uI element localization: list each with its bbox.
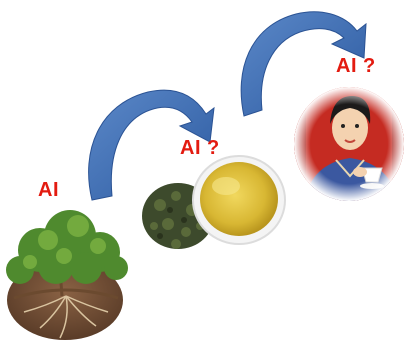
- stage-1-label: AI: [38, 179, 59, 202]
- stage-2-label: AI ?: [180, 137, 220, 160]
- stage-3-label: AI ?: [336, 55, 376, 78]
- tea-cup-image: [193, 156, 285, 244]
- portrait-vignette: [294, 87, 404, 201]
- tea-plant-image: [6, 210, 128, 340]
